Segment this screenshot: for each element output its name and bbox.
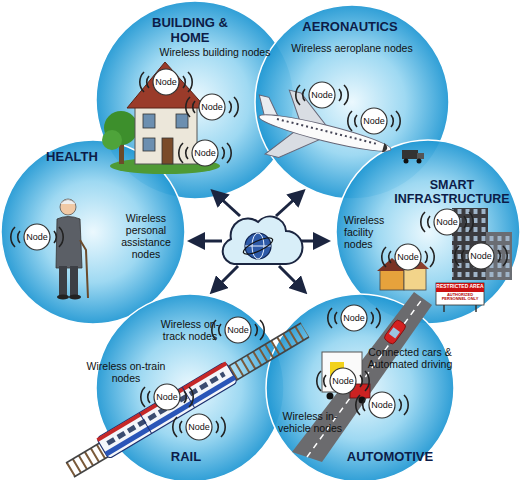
domain-subtitle: Wireless in-vehicle nodes: [273, 410, 347, 434]
sensor-node: Node: [368, 391, 396, 419]
domain-heading: RAIL: [146, 450, 226, 465]
domain-subtitle: Wireless aeroplane nodes: [277, 42, 427, 54]
node-label: Node: [152, 68, 180, 96]
node-label: Node: [433, 208, 461, 236]
node-label: Node: [360, 107, 388, 135]
truck: [322, 352, 370, 404]
cloud-hub: [223, 217, 303, 264]
domain-circle: RAILWireless on-track nodesWireless on-t…: [95, 293, 285, 480]
sensor-node: Node: [340, 304, 368, 332]
node-label: Node: [23, 223, 51, 251]
domain-heading: SMART INFRASTRUCTURE: [387, 178, 517, 207]
node-label: Node: [394, 243, 422, 271]
sign-text: AUTHORIZED PERSONNEL ONLY: [437, 293, 483, 301]
domain-heading: BUILDING & HOME: [140, 16, 240, 46]
sensor-node: Node: [191, 139, 219, 167]
domain-circle: AUTOMOTIVEConnected cars & Automated dri…: [265, 293, 455, 480]
sensor-node: Node: [433, 208, 461, 236]
node-label: Node: [185, 413, 213, 441]
domain-subtitle: Wireless personal assistance nodes: [114, 212, 178, 260]
sensor-node: Node: [153, 383, 181, 411]
sensor-node: Node: [23, 223, 51, 251]
node-label: Node: [224, 316, 252, 344]
domain-heading: AERONAUTICS: [290, 20, 410, 35]
node-label: Node: [340, 304, 368, 332]
node-label: Node: [329, 367, 357, 395]
node-label: Node: [308, 81, 336, 109]
sensor-node: Node: [224, 316, 252, 344]
domain-subtitle: Connected cars & Automated driving: [360, 346, 460, 370]
domain-heading: HEALTH: [32, 150, 112, 165]
sign-text: RESTRICTED AREA: [436, 284, 484, 289]
domain-subtitle: Wireless facility nodes: [344, 214, 396, 250]
sensor-node: Node: [360, 107, 388, 135]
domain-circle: SMART INFRASTRUCTURE Wireless facility no…: [335, 139, 521, 325]
domain-circle: HEALTH Wireless personal assistance nodes…: [0, 139, 186, 325]
node-label: Node: [368, 391, 396, 419]
node-label: Node: [153, 383, 181, 411]
node-label: Node: [191, 139, 219, 167]
sensor-node: Node: [152, 68, 180, 96]
sensor-node: Node: [329, 367, 357, 395]
sensor-node: Node: [467, 242, 495, 270]
node-label: Node: [467, 242, 495, 270]
sensor-node: Node: [394, 243, 422, 271]
domain-subtitle: Wireless building nodes: [140, 46, 290, 58]
hub-arrows: [196, 195, 322, 288]
domain-heading: AUTOMOTIVE: [335, 450, 445, 465]
domain-circle: BUILDING & HOMEWireless building nodesNo…: [95, 0, 295, 200]
node-label: Node: [198, 93, 226, 121]
domain-subtitle: Wireless on-train nodes: [86, 360, 166, 384]
sensor-node: Node: [198, 93, 226, 121]
sensor-node: Node: [185, 413, 213, 441]
domain-circle: AERONAUTICSWireless aeroplane nodesNodeN…: [254, 4, 450, 200]
sensor-node: Node: [308, 81, 336, 109]
